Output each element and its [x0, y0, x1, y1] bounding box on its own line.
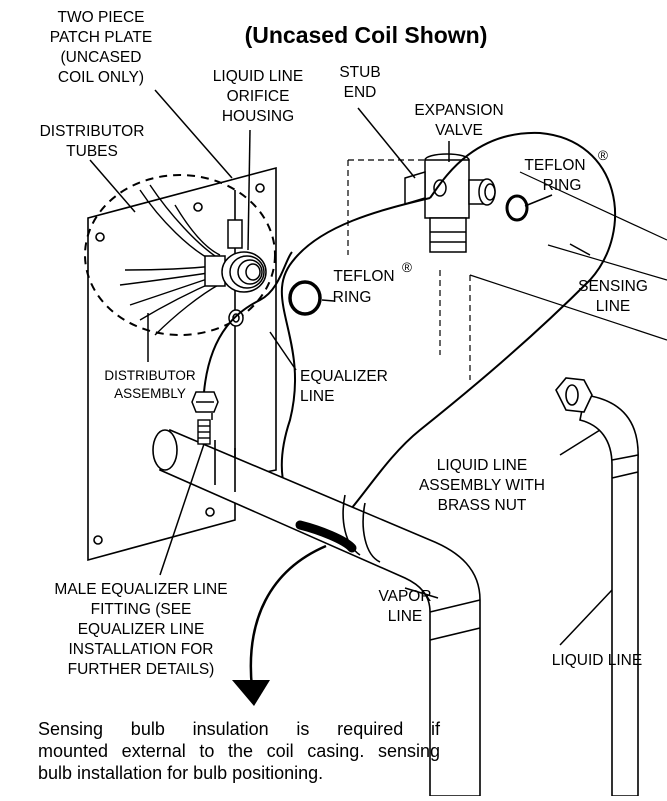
svg-text:ORIFICE: ORIFICE	[227, 88, 290, 105]
label-teflon-ring-upper: TEFLON ® RING	[524, 148, 608, 194]
equalizer-nut	[191, 391, 219, 413]
svg-text:ASSEMBLY WITH: ASSEMBLY WITH	[419, 477, 545, 494]
label-orifice-housing: LIQUID LINE ORIFICE HOUSING	[213, 68, 303, 125]
svg-text:TEFLON: TEFLON	[333, 268, 394, 285]
svg-text:EXPANSION: EXPANSION	[414, 102, 503, 119]
label-expansion-valve: EXPANSION VALVE	[414, 102, 503, 139]
svg-text:RING: RING	[333, 289, 372, 306]
svg-text:VALVE: VALVE	[435, 122, 483, 139]
label-teflon-ring-lower: TEFLON ® RING	[333, 260, 412, 306]
svg-text:SENSING: SENSING	[578, 278, 648, 295]
label-equalizer-line: EQUALIZER LINE	[300, 368, 388, 405]
label-liquid-line: LIQUID LINE	[552, 652, 642, 669]
svg-text:VAPOR: VAPOR	[378, 588, 431, 605]
svg-text:PATCH PLATE: PATCH PLATE	[50, 29, 153, 46]
male-equalizer-fitting	[197, 419, 211, 445]
svg-text:FITTING (SEE: FITTING (SEE	[91, 601, 192, 618]
svg-text:TWO PIECE: TWO PIECE	[58, 9, 145, 26]
sensing-bulb	[295, 520, 357, 553]
sensing-line	[280, 131, 617, 533]
svg-text:DISTRIBUTOR: DISTRIBUTOR	[40, 123, 145, 140]
expansion-valve	[404, 153, 496, 253]
svg-text:BRASS NUT: BRASS NUT	[438, 497, 527, 514]
svg-text:LIQUID LINE: LIQUID LINE	[552, 652, 642, 669]
label-male-equalizer-fitting: MALE EQUALIZER LINE FITTING (SEE EQUALIZ…	[54, 581, 227, 678]
note-line-2: mounted external to the coil casing. sen…	[38, 741, 440, 761]
label-distributor-assembly: DISTRIBUTOR ASSEMBLY	[104, 368, 196, 401]
teflon-ring-upper	[505, 194, 529, 222]
note-line-1: Sensing bulb insulation is required if	[38, 719, 440, 739]
svg-text:LIQUID LINE: LIQUID LINE	[213, 68, 303, 85]
svg-text:STUB: STUB	[339, 64, 380, 81]
svg-text:HOUSING: HOUSING	[222, 108, 294, 125]
sensing-bulb-note: Sensing bulb insulation is required if m…	[38, 718, 440, 784]
svg-text:LINE: LINE	[300, 388, 334, 405]
leader-lines	[89, 89, 613, 646]
svg-text:(UNCASED: (UNCASED	[61, 49, 142, 66]
svg-text:®: ®	[598, 148, 608, 163]
diagram-title: (Uncased Coil Shown)	[245, 22, 488, 48]
bulb-arrow	[249, 544, 327, 689]
svg-text:LINE: LINE	[388, 608, 422, 625]
bulb-arrow-head	[232, 680, 270, 706]
equalizer-line-tube	[203, 251, 293, 393]
svg-text:INSTALLATION FOR: INSTALLATION FOR	[69, 641, 214, 658]
svg-text:RING: RING	[543, 177, 582, 194]
svg-text:DISTRIBUTOR: DISTRIBUTOR	[104, 368, 196, 383]
svg-text:COIL ONLY): COIL ONLY)	[58, 69, 144, 86]
svg-text:EQUALIZER: EQUALIZER	[300, 368, 388, 385]
label-stub-end: STUB END	[339, 64, 380, 101]
label-vapor-line: VAPOR LINE	[378, 588, 431, 625]
svg-text:®: ®	[402, 260, 412, 275]
svg-text:LIQUID LINE: LIQUID LINE	[437, 457, 527, 474]
teflon-ring-lower	[288, 280, 322, 316]
label-liquid-line-assembly: LIQUID LINE ASSEMBLY WITH BRASS NUT	[419, 457, 545, 514]
label-distributor-tubes: DISTRIBUTOR TUBES	[40, 123, 145, 160]
orifice-housing	[204, 219, 267, 327]
svg-text:EQUALIZER LINE: EQUALIZER LINE	[78, 621, 205, 638]
label-patch-plate: TWO PIECE PATCH PLATE (UNCASED COIL ONLY…	[50, 9, 153, 86]
svg-text:TEFLON: TEFLON	[524, 157, 585, 174]
svg-text:TUBES: TUBES	[66, 143, 118, 160]
vapor-line-pipe	[152, 428, 481, 797]
liquid-line-pipe	[555, 377, 639, 797]
svg-text:ASSEMBLY: ASSEMBLY	[114, 386, 186, 401]
svg-text:FURTHER DETAILS): FURTHER DETAILS)	[68, 661, 215, 678]
note-line-3: bulb installation for bulb positioning.	[38, 763, 324, 783]
svg-text:LINE: LINE	[596, 298, 630, 315]
svg-text:END: END	[344, 84, 377, 101]
svg-text:MALE EQUALIZER LINE: MALE EQUALIZER LINE	[54, 581, 227, 598]
coil-casing-outline	[347, 159, 667, 380]
label-sensing-line: SENSING LINE	[578, 278, 648, 315]
distributor-highlight	[84, 174, 276, 336]
